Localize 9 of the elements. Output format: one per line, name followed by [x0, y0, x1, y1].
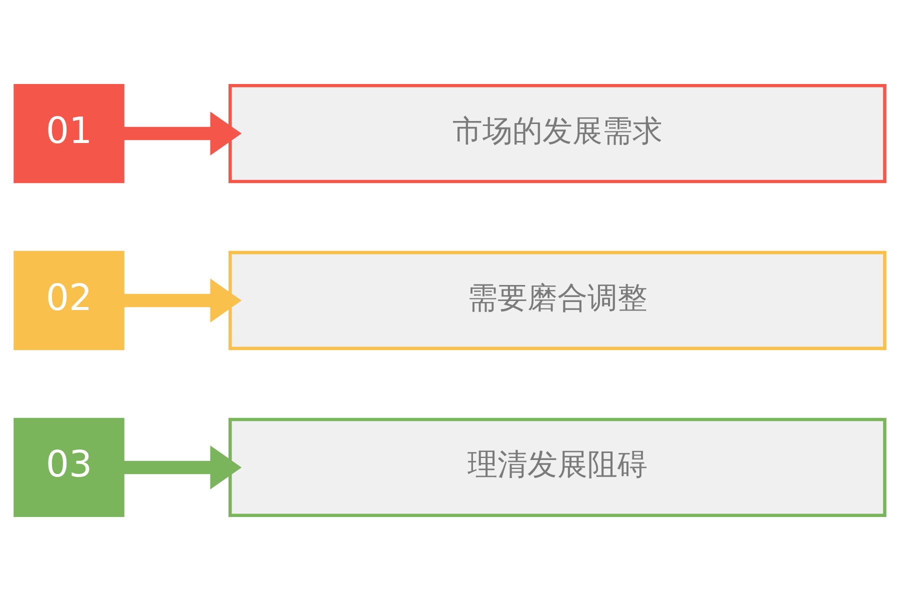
node-box: 01 — [14, 83, 124, 183]
arrow — [123, 278, 242, 322]
node-box: 03 — [14, 417, 124, 517]
node-box: 02 — [14, 250, 124, 350]
node-box: 市场的发展需求 — [228, 83, 886, 183]
arrow — [123, 111, 242, 155]
arrow — [123, 445, 242, 489]
node-box: 理清发展阻碍 — [228, 417, 886, 517]
node-box: 需要磨合调整 — [228, 250, 886, 350]
